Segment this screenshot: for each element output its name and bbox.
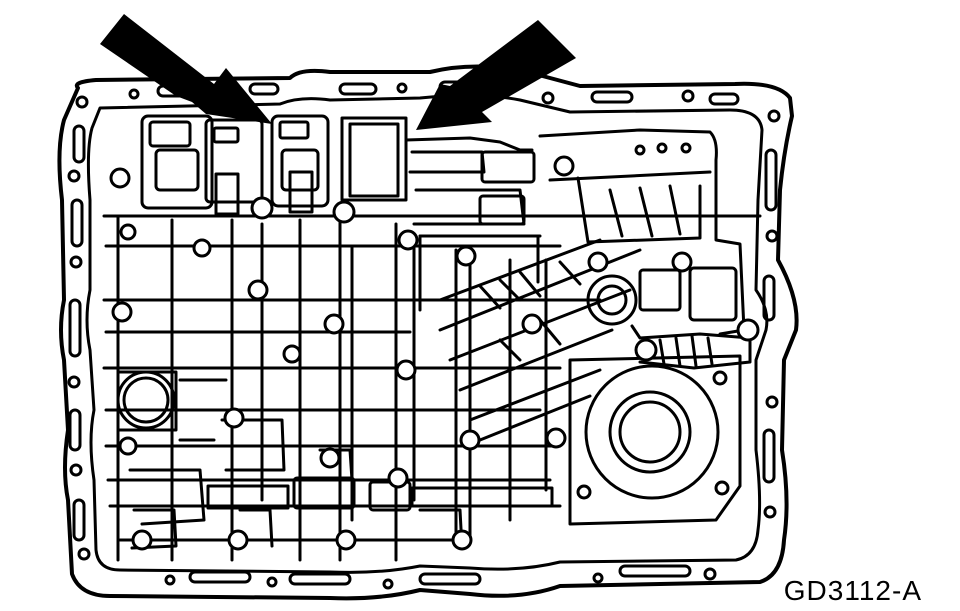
left-plug [116, 370, 178, 432]
check-balls [109, 155, 760, 551]
arrow-right-icon [416, 20, 576, 130]
pan-inner-flange [85, 93, 769, 574]
flange-bolt-holes [67, 82, 781, 590]
callout-arrows [100, 14, 576, 130]
arrow-left-icon [100, 14, 272, 124]
servo-housing [568, 274, 752, 526]
upper-right-bracket [538, 128, 746, 336]
upper-valves [404, 136, 562, 312]
solenoid-pack [140, 114, 408, 216]
pan-outer-flange [57, 64, 799, 601]
figure-code-label: GD3112-A [783, 575, 922, 606]
